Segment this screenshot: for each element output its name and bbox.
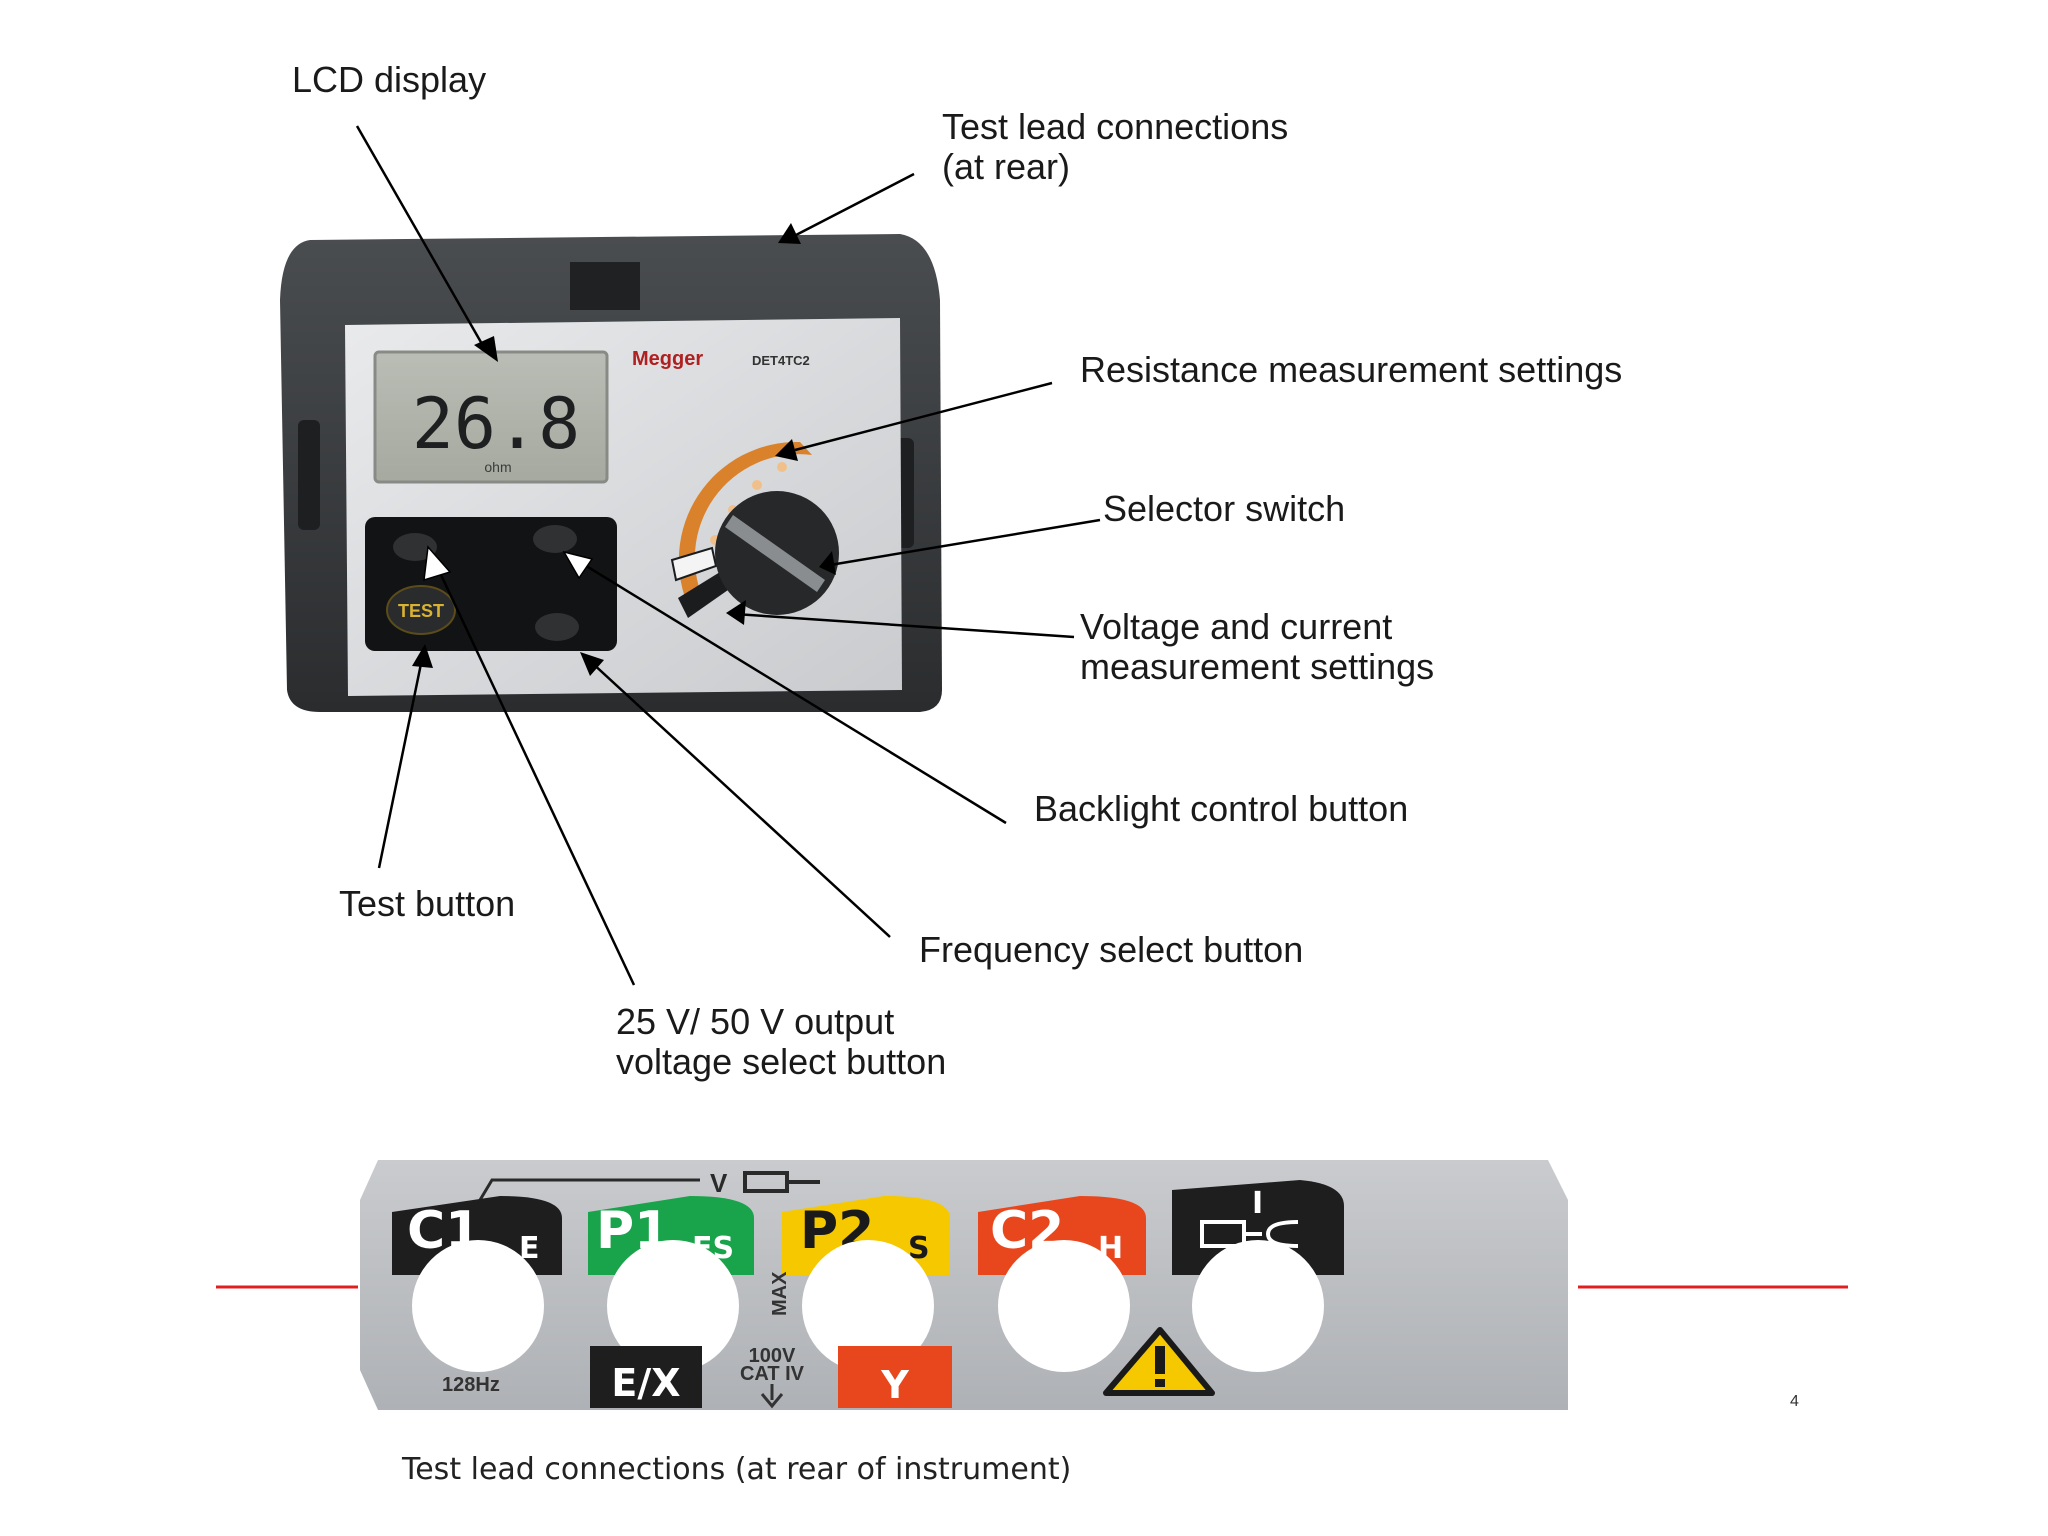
terminal-i-main: I [1252, 1186, 1263, 1221]
leader-output-voltage-button [432, 559, 636, 986]
arrowhead-lcd-display [474, 336, 498, 362]
ground-arrow-icon [760, 1384, 784, 1409]
socket-c1[interactable] [412, 1240, 544, 1372]
freq-label: 128Hz [442, 1374, 500, 1396]
voltage-bracket [478, 1178, 700, 1201]
dial-dark-band [678, 572, 728, 618]
label-test-button: Test button [339, 883, 516, 924]
warning-mark [1155, 1346, 1165, 1374]
label-output-voltage-button: 25 V/ 50 V output voltage select button [616, 1002, 946, 1082]
leader-frequency-button [589, 660, 891, 938]
socket-p1[interactable] [607, 1240, 739, 1372]
terminal-tab-i [1172, 1180, 1344, 1275]
page-number: 4 [1790, 1393, 1799, 1410]
lcd-reading: 26.8 [412, 383, 581, 465]
lcd-unit: ohm [484, 459, 511, 475]
dial-tick-3 [752, 480, 762, 490]
label-lcd-display: LCD display [292, 59, 487, 100]
selector-dial[interactable] [670, 441, 839, 618]
label-selector-switch: Selector switch [1103, 488, 1346, 529]
backlight-key[interactable] [533, 525, 577, 553]
max-label: MAX [769, 1271, 791, 1316]
terminal-panel-plate [360, 1160, 1568, 1410]
cat-label-line1: 100V [749, 1345, 796, 1367]
top-notch [570, 262, 640, 310]
model-number: DET4TC2 [752, 353, 810, 368]
brand-logo: Megger [632, 348, 703, 370]
arrowheads [412, 223, 836, 676]
label-voltage-current-settings: Voltage and current measurement settings [1080, 607, 1434, 687]
leader-test-button [377, 653, 425, 869]
ex-label-tab [590, 1346, 702, 1408]
socket-i[interactable] [1192, 1240, 1324, 1372]
ex-label: E/X [611, 1361, 680, 1405]
terminal-panel: V C1 E P1 ES P2 S C2 H I 128Hz E/X MAX 1… [360, 1160, 1568, 1410]
label-resistance-settings: Resistance measurement settings [1080, 349, 1623, 390]
arrowhead-output-voltage-button [423, 545, 452, 582]
test-key[interactable] [386, 585, 456, 635]
leader-test-lead-connections [795, 172, 915, 237]
dial-white-band [670, 546, 718, 582]
terminal-c1-sub: E [519, 1231, 540, 1266]
dial-tick-4 [777, 462, 787, 472]
voltage-bracket-label: V [710, 1168, 728, 1198]
socket-p2[interactable] [802, 1240, 934, 1372]
label-frequency-button: Frequency select button [919, 929, 1304, 970]
dial-pointer [725, 515, 825, 592]
leader-selector-switch [829, 518, 1101, 567]
arrowhead-frequency-button [580, 652, 604, 676]
arrowhead-resistance-settings [775, 439, 798, 461]
frequency-key[interactable] [535, 613, 579, 641]
y-label: Y [880, 1363, 909, 1407]
arrowhead-backlight-button [562, 550, 594, 580]
label-output-voltage-line2: voltage select button [616, 1041, 947, 1082]
label-output-voltage-line1: 25 V/ 50 V output [616, 1001, 895, 1042]
cat-label-line2: CAT IV [740, 1363, 805, 1385]
instrument-body: 26.8 ohm Megger DET4TC2 TEST [280, 234, 942, 712]
label-test-lead-line1: Test lead connections [942, 106, 1289, 147]
label-test-lead-line2: (at rear) [942, 146, 1071, 187]
warning-dot [1155, 1379, 1165, 1387]
callout-lines [355, 125, 1101, 986]
leader-voltage-current-settings [734, 612, 1075, 639]
dial-orange-arc [678, 441, 812, 610]
arrowhead-test-lead-connections [778, 223, 801, 244]
arrowhead-selector-switch [819, 551, 836, 575]
rear-panel-caption: Test lead connections (at rear of instru… [402, 1452, 1072, 1487]
arrowhead-test-button [412, 644, 433, 668]
y-label-tab [838, 1346, 952, 1408]
label-test-lead-connections: Test lead connections (at rear) [942, 107, 1288, 187]
label-backlight-button: Backlight control button [1034, 788, 1409, 829]
socket-c2[interactable] [998, 1240, 1130, 1372]
leader-resistance-settings [794, 381, 1053, 452]
terminal-i-symbol-clamp [1244, 1220, 1299, 1248]
label-voltage-current-line2: measurement settings [1080, 646, 1435, 687]
left-grip [298, 420, 320, 530]
leader-lcd-display [355, 125, 488, 352]
terminal-p2-sub: S [908, 1231, 930, 1266]
voltage-select-key[interactable] [393, 533, 437, 561]
arrowhead-voltage-current-settings [726, 600, 746, 625]
label-voltage-current-line1: Voltage and current [1080, 606, 1393, 647]
test-key-label: TEST [398, 601, 444, 621]
leader-backlight-button [569, 554, 1007, 825]
